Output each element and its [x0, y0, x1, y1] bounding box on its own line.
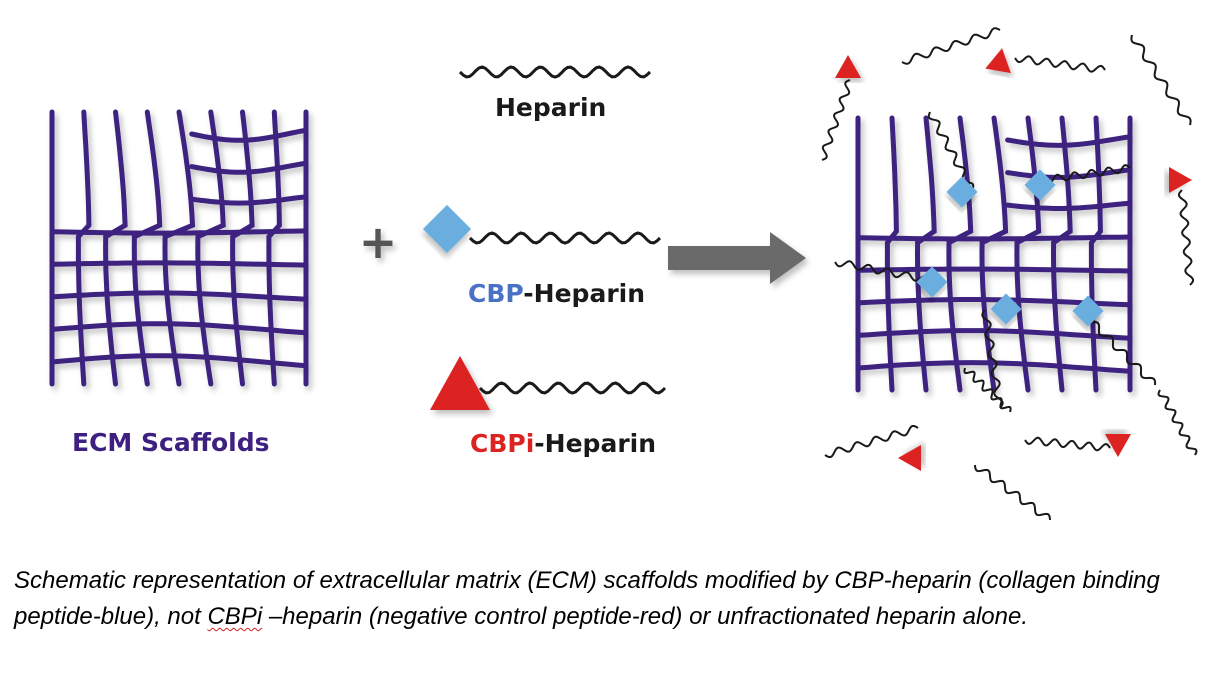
- cbpi-triangle-icon: [985, 48, 1011, 74]
- cbpi-heparin-chain: [478, 381, 667, 395]
- collagen-fiber: [855, 234, 1133, 242]
- collagen-fiber: [1005, 134, 1133, 148]
- cbpi-label: CBPi: [470, 429, 534, 458]
- heparin-chain: [1083, 314, 1157, 386]
- modified-scaffold-mesh: [855, 115, 1133, 393]
- ecm-scaffold-mesh: [49, 109, 309, 387]
- collagen-fiber: [131, 109, 163, 387]
- heparin-chain: [1130, 34, 1192, 126]
- cbp-label: CBP: [468, 279, 523, 308]
- schematic-diagram: + Heparin CBP-Heparin CBPi-Heparin ECM S…: [49, 27, 1198, 521]
- heparin-label: Heparin: [495, 93, 606, 122]
- heparin-chain: [963, 367, 1012, 413]
- collagen-fiber: [914, 115, 937, 393]
- heparin-chain: [1177, 189, 1195, 286]
- collagen-fiber: [162, 109, 196, 387]
- collagen-fiber: [946, 115, 974, 393]
- cbpi-triangle-icon: [835, 55, 861, 78]
- cbp-diamond-icon: [916, 266, 948, 298]
- collagen-fiber: [195, 109, 226, 387]
- collagen-fiber: [266, 109, 282, 387]
- collagen-fiber: [103, 109, 128, 387]
- collagen-fiber: [230, 109, 255, 387]
- collagen-fiber: [855, 328, 1133, 341]
- cbp-diamond-icon: [946, 176, 978, 208]
- plus-sign: +: [359, 215, 398, 269]
- heparin-chain: [834, 260, 931, 282]
- collagen-fiber: [1005, 167, 1133, 180]
- heparin-chain: [901, 27, 1001, 65]
- cbp-heparin-chain: [468, 231, 662, 245]
- heparin-chain: [821, 79, 851, 161]
- reaction-arrow-icon: [668, 232, 806, 284]
- unbound-cbpi-triangles: [835, 48, 1192, 471]
- heparin-chain: [824, 425, 919, 458]
- collagen-fiber: [1014, 115, 1042, 393]
- caption-text-1: Schematic representation of extracellula…: [14, 567, 1160, 630]
- cbpi-triangle-icon: [430, 356, 490, 410]
- collagen-fiber: [1050, 115, 1073, 393]
- caption-text-2: –heparin (negative control peptide-red) …: [262, 603, 1028, 630]
- cbpi-heparin-suffix: -Heparin: [534, 429, 656, 458]
- cbp-diamond-icon: [990, 293, 1022, 325]
- collagen-fiber: [855, 266, 1133, 274]
- collagen-fiber: [884, 115, 899, 393]
- cbpi-triangle-icon: [1105, 434, 1131, 457]
- collagen-fiber: [979, 115, 1009, 393]
- figure-caption: Schematic representation of extracellula…: [14, 563, 1204, 635]
- heparin-chain: [974, 464, 1051, 521]
- collagen-fiber: [75, 109, 92, 387]
- heparin-chain: [1014, 55, 1106, 73]
- collagen-fiber: [855, 360, 1133, 374]
- cbpi-triangle-icon: [1169, 167, 1192, 193]
- cbpi-heparin-label: CBPi-Heparin: [470, 429, 656, 458]
- collagen-fiber: [1005, 200, 1133, 211]
- collagen-fiber: [189, 160, 309, 175]
- collagen-fiber: [49, 228, 309, 236]
- free-heparin-chains: [821, 27, 1198, 521]
- collagen-fiber: [1088, 115, 1103, 393]
- heparin-chain: [1044, 164, 1131, 184]
- cbpi-triangle-icon: [898, 445, 921, 471]
- heparin-chain: [981, 309, 1004, 409]
- cbp-diamond-icon: [1072, 295, 1104, 327]
- collagen-fiber: [49, 353, 309, 369]
- cbp-heparin-label: CBP-Heparin: [468, 279, 645, 308]
- collagen-fiber: [49, 260, 309, 268]
- ecm-scaffolds-label: ECM Scaffolds: [72, 428, 269, 457]
- heparin-chain: [458, 65, 652, 79]
- caption-underlined-term: CBPi: [207, 603, 263, 630]
- collagen-fiber: [49, 290, 309, 302]
- collagen-fiber: [189, 194, 309, 206]
- cbp-diamond-icon: [422, 204, 472, 254]
- heparin-chain: [1024, 436, 1111, 452]
- heparin-chain: [1157, 389, 1198, 456]
- collagen-fiber: [189, 127, 309, 143]
- collagen-fiber: [49, 321, 309, 336]
- cbp-heparin-suffix: -Heparin: [523, 279, 645, 308]
